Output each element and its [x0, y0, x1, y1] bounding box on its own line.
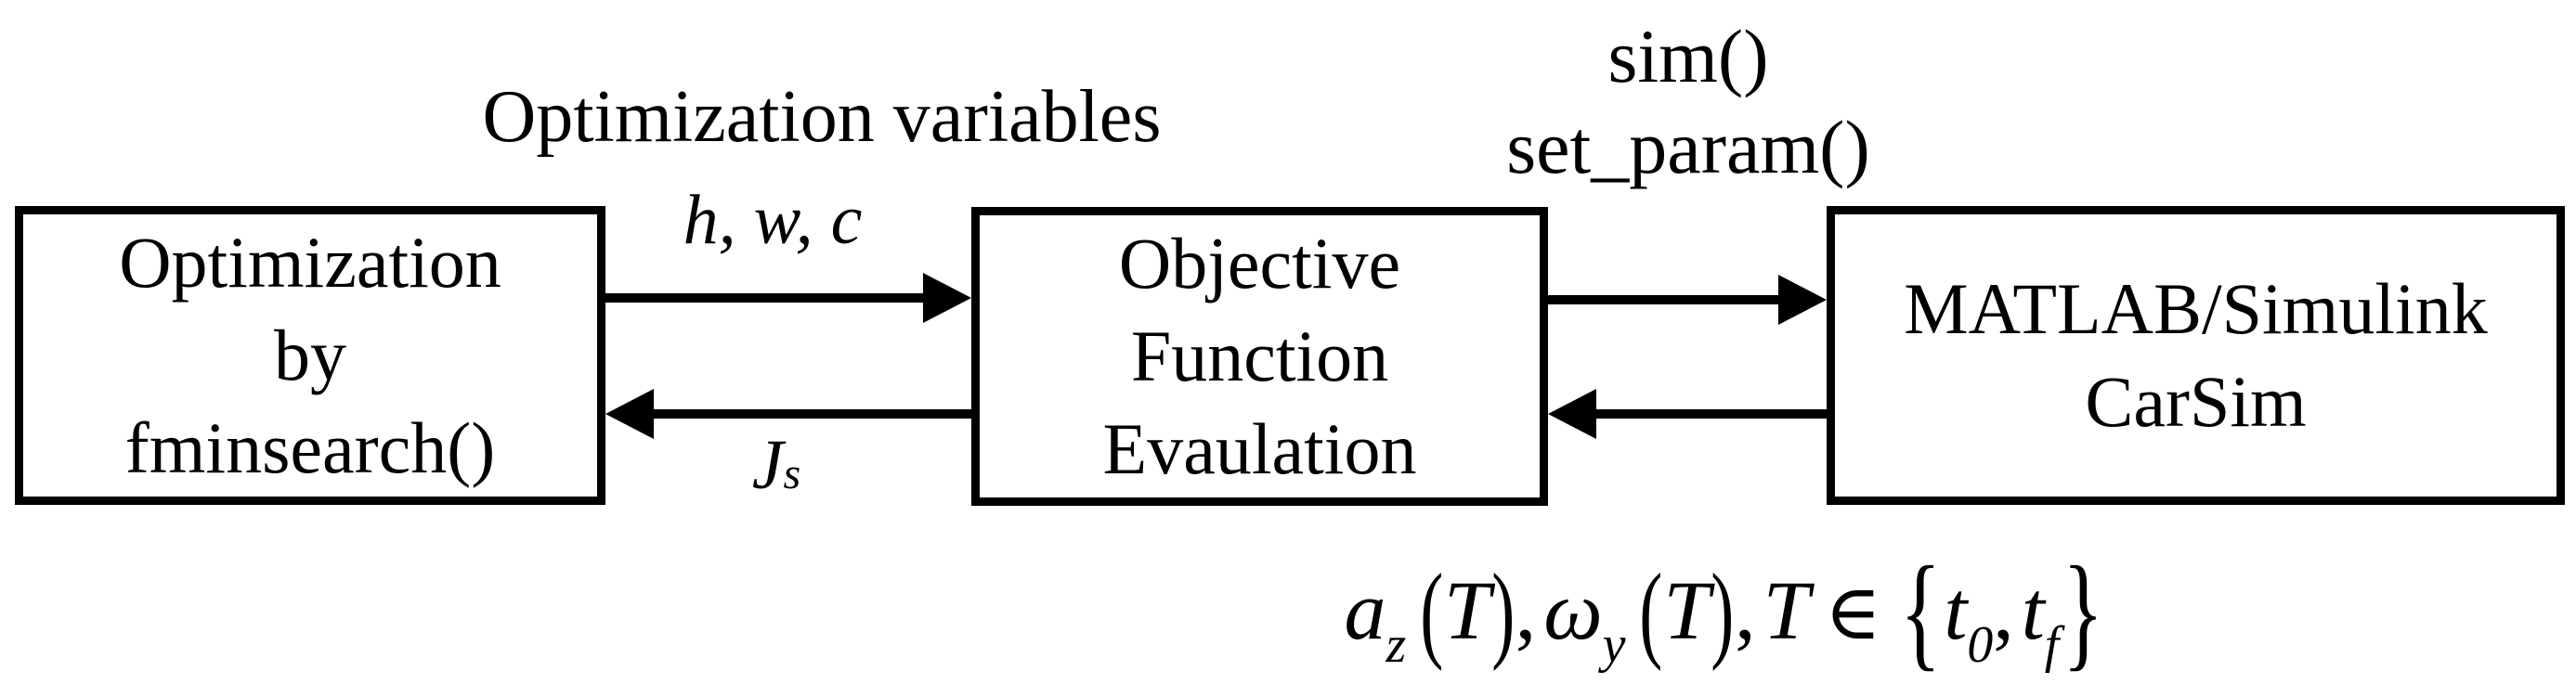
formula-paren-close-2: ): [1711, 551, 1735, 673]
formula-t0-subscript: 0: [1967, 615, 1994, 674]
arrow-simulator-to-objective-head-icon: [1548, 389, 1596, 439]
formula-omega-base: ω: [1543, 564, 1603, 657]
formula-arg-1: T: [1443, 564, 1490, 657]
formula-paren-open-1: (: [1420, 551, 1444, 673]
formula-az-base: a: [1344, 564, 1386, 657]
simulator-box-line-2: CarSim: [2085, 361, 2307, 442]
formula-comma-1: ,: [1515, 564, 1537, 657]
matlab-calls-label: sim() set_param(): [1506, 11, 1870, 193]
formula-element-of-symbol: ∈: [1824, 569, 1882, 655]
optimizer-box-line-1: Optimization: [119, 222, 501, 303]
set-param-call-label: set_param(): [1506, 105, 1870, 189]
formula-T-var: T: [1763, 564, 1810, 657]
optimization-variables-label: Optimization variables: [482, 76, 1162, 158]
cost-js-base: J: [751, 426, 784, 504]
output-signals-formula: az(T),ωy(T),T∈{t0,tf}: [1344, 539, 2106, 697]
formula-t0-base: t: [1944, 564, 1968, 657]
formula-tf-subscript: f: [2044, 615, 2060, 674]
cost-js-label: Js: [752, 423, 800, 516]
optimizer-box: Optimization by fminsearch(): [15, 206, 605, 505]
arrow-optimizer-to-objective-line: [605, 293, 925, 303]
formula-brace-close: }: [2062, 539, 2104, 682]
arrow-simulator-to-objective-line: [1596, 409, 1827, 419]
arrow-objective-to-optimizer-head-icon: [605, 389, 654, 439]
objective-box-line-1: Objective: [1118, 223, 1401, 303]
arrow-objective-to-simulator-head-icon: [1778, 275, 1827, 325]
hwc-variables-label: h, w, c: [683, 181, 863, 259]
formula-arg-2: T: [1663, 564, 1711, 657]
formula-brace-open: {: [1899, 539, 1941, 682]
objective-box-line-2: Function: [1130, 316, 1389, 396]
formula-comma-3: ,: [1993, 564, 2014, 657]
arrow-optimizer-to-objective-head-icon: [923, 273, 971, 323]
optimizer-box-line-2: by: [274, 315, 346, 395]
matlab-simulink-carsim-box: MATLAB/Simulink CarSim: [1827, 206, 2565, 505]
arrow-objective-to-optimizer-line: [654, 409, 971, 419]
formula-paren-close-1: ): [1490, 551, 1515, 673]
objective-box-line-3: Evaulation: [1102, 408, 1417, 489]
formula-tf-base: t: [2021, 564, 2045, 657]
formula-omega-subscript: y: [1602, 615, 1626, 674]
optimizer-box-line-3: fminsearch(): [124, 407, 496, 488]
sim-call-label: sim(): [1607, 14, 1769, 98]
objective-function-box: Objective Function Evaulation: [971, 207, 1548, 506]
cost-js-subscript: s: [783, 449, 801, 498]
simulator-box-line-1: MATLAB/Simulink: [1904, 268, 2488, 349]
arrow-objective-to-simulator-line: [1548, 295, 1780, 304]
formula-paren-open-2: (: [1639, 551, 1663, 673]
formula-comma-2: ,: [1735, 564, 1756, 657]
formula-az-subscript: z: [1386, 615, 1407, 674]
